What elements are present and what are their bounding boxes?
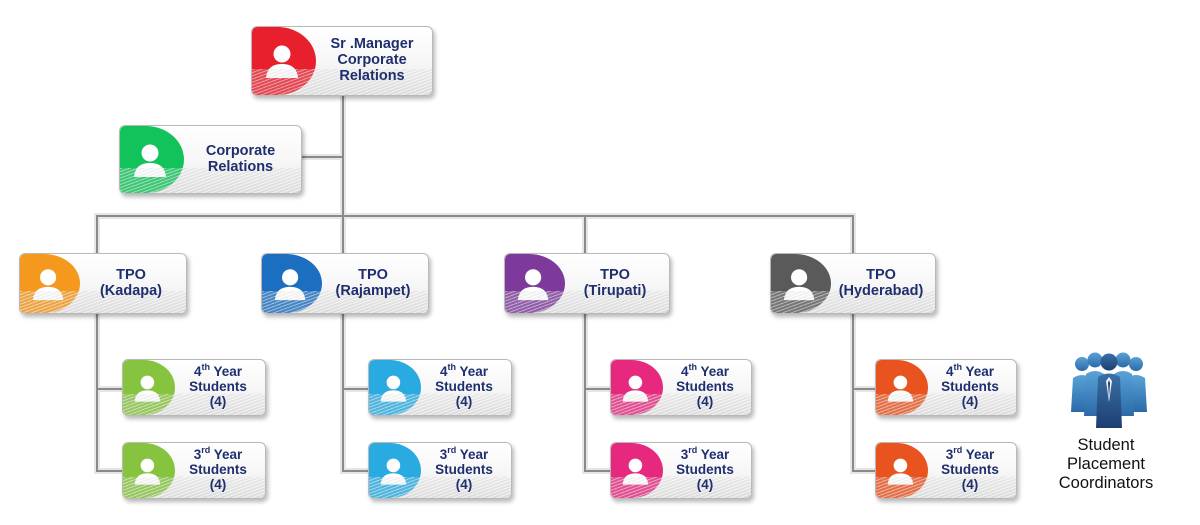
tpo-title: TPO [116,266,146,283]
students-line: Students [435,379,493,395]
node-label: 4th Year Students (4) [175,360,261,415]
node-4th-year-tirupati: 4th Year Students (4) [610,359,752,416]
students-line: Students [676,379,734,395]
year-line: 3rd Year [945,444,995,463]
count-line: (4) [696,393,714,409]
tpo-title: TPO [866,266,896,283]
node-label: 3rd Year Students (4) [421,443,507,498]
person-icon [134,375,161,402]
person-icon [622,375,649,402]
count-line: (4) [455,393,473,409]
person-icon [517,268,549,300]
title-line-1: Sr .Manager [330,36,414,53]
node-label: 4th Year Students (4) [928,360,1012,415]
year-line: 4th Year [680,361,730,380]
node-3rd-year-hyderabad: 3rd Year Students (4) [875,442,1017,499]
node-label: TPO (Kadapa) [80,254,182,313]
person-icon-block [771,254,831,313]
person-icon-block [876,360,928,415]
node-label: Sr .Manager Corporate Relations [316,27,428,95]
person-icon-block [123,443,175,498]
person-icon-block [20,254,80,313]
person-icon [134,144,166,177]
person-icon [887,375,914,402]
legend-caption: Student Placement Coordinators [1040,436,1172,493]
node-label: 4th Year Students (4) [663,360,747,415]
node-4th-year-hyderabad: 4th Year Students (4) [875,359,1017,416]
tpo-place: (Rajampet) [335,282,411,299]
year-line: 4th Year [193,361,243,380]
person-icon [380,375,407,402]
node-3rd-year-rajampet: 3rd Year Students (4) [368,442,512,499]
node-label: TPO (Rajampet) [322,254,424,313]
person-icon [622,458,649,485]
tpo-place: (Tirupati) [583,282,647,299]
person-icon-block [252,27,316,95]
node-sr-manager: Sr .Manager Corporate Relations [251,26,433,96]
node-3rd-year-tirupati: 3rd Year Students (4) [610,442,752,499]
person-icon [783,268,815,300]
tpo-place: (Kadapa) [99,282,163,299]
person-icon [266,45,298,78]
node-label: TPO (Tirupati) [565,254,665,313]
person-icon [380,458,407,485]
students-line: Students [941,379,999,395]
person-icon-block [120,126,184,193]
year-line: 3rd Year [193,444,243,463]
count-line: (4) [696,476,714,492]
person-icon [274,268,306,300]
person-icon [134,458,161,485]
tpo-place: (Hyderabad) [838,282,924,299]
node-tpo-rajampet: TPO (Rajampet) [261,253,429,314]
title-line-3: Relations [339,67,405,84]
node-label: Corporate Relations [184,126,297,193]
count-line: (4) [455,476,473,492]
caption-line-3: Coordinators [1058,473,1154,492]
students-line: Students [189,462,247,478]
person-icon-block [123,360,175,415]
count-line: (4) [209,393,227,409]
title-line-2: Relations [207,158,274,175]
person-icon-block [369,443,421,498]
count-line: (4) [961,476,979,492]
students-line: Students [941,462,999,478]
count-line: (4) [961,393,979,409]
tpo-title: TPO [358,266,388,283]
node-label: 3rd Year Students (4) [928,443,1012,498]
node-4th-year-kadapa: 4th Year Students (4) [122,359,266,416]
node-tpo-tirupati: TPO (Tirupati) [504,253,670,314]
year-line: 4th Year [439,361,489,380]
person-icon-block [611,360,663,415]
students-line: Students [676,462,734,478]
group-people-icon [1071,352,1147,428]
person-icon [32,268,64,300]
caption-line-1: Student [1077,436,1135,454]
node-corporate-relations: Corporate Relations [119,125,302,194]
node-3rd-year-kadapa: 3rd Year Students (4) [122,442,266,499]
node-tpo-kadapa: TPO (Kadapa) [19,253,187,314]
year-line: 3rd Year [680,444,730,463]
person-icon-block [611,443,663,498]
year-line: 3rd Year [439,444,489,463]
person-icon-block [369,360,421,415]
year-line: 4th Year [945,361,995,380]
node-4th-year-rajampet: 4th Year Students (4) [368,359,512,416]
node-label: 3rd Year Students (4) [663,443,747,498]
node-tpo-hyderabad: TPO (Hyderabad) [770,253,936,314]
person-icon-block [876,443,928,498]
node-label: 3rd Year Students (4) [175,443,261,498]
node-label: TPO (Hyderabad) [831,254,931,313]
person-icon-block [262,254,322,313]
tpo-title: TPO [600,266,630,283]
title-line-2: Corporate [337,52,407,69]
count-line: (4) [209,476,227,492]
caption-line-2: Placement [1067,454,1145,473]
students-line: Students [189,379,247,395]
students-line: Students [435,462,493,478]
title-line-1: Corporate [205,142,276,159]
node-label: 4th Year Students (4) [421,360,507,415]
person-icon-block [505,254,565,313]
person-icon [887,458,914,485]
